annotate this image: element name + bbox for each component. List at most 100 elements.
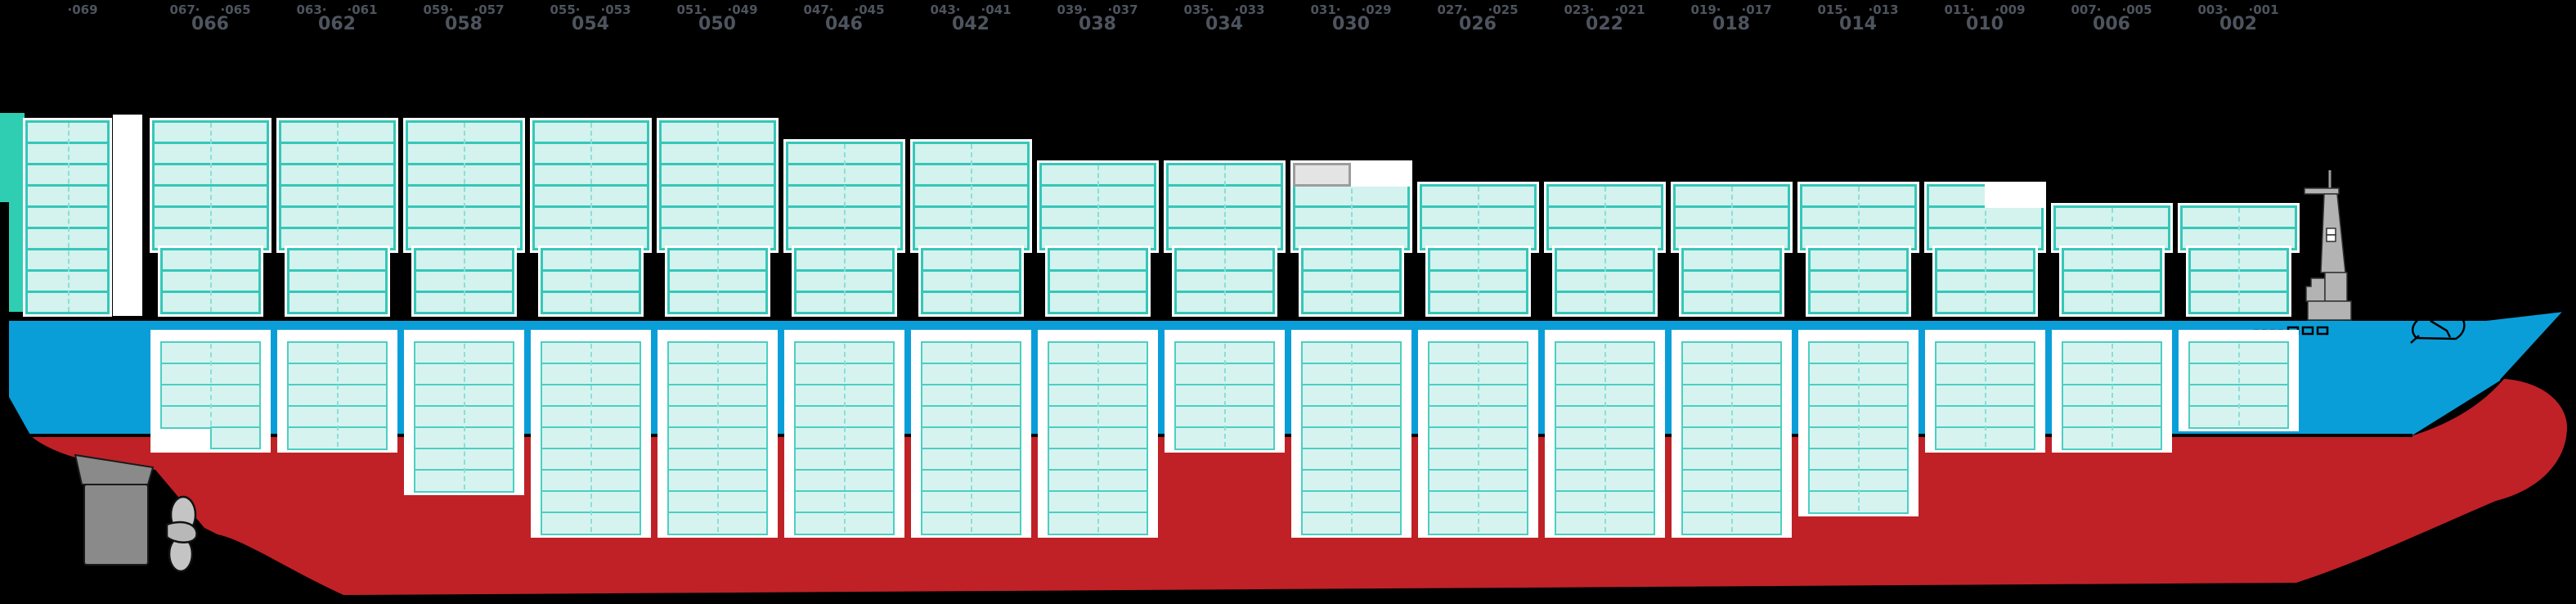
deck-stack-bay-054[interactable]	[532, 120, 649, 250]
twenty-foot-divider	[2112, 208, 2113, 248]
deck-stack-bay-014[interactable]	[1799, 184, 1917, 250]
bay-label: 062	[318, 14, 356, 34]
hatch-stack-bay-042[interactable]	[920, 248, 1021, 314]
twenty-foot-divider	[464, 123, 465, 248]
hold-bay-054[interactable]	[530, 330, 651, 538]
bay-label: 055·	[550, 2, 581, 17]
twenty-foot-divider	[1351, 344, 1353, 532]
hold-bay-062[interactable]	[276, 330, 397, 453]
hatch-stack-bay-050[interactable]	[666, 248, 768, 314]
deck-stack-bay-050[interactable]	[658, 120, 776, 250]
hatch-stack-bay-038[interactable]	[1047, 248, 1148, 314]
hatch-stack-bay-066[interactable]	[159, 248, 261, 314]
deck-stack-bay-066[interactable]	[151, 120, 269, 250]
empty-slot-gray[interactable]	[1292, 163, 1351, 187]
propeller-icon	[165, 495, 198, 573]
twenty-foot-divider	[2238, 208, 2240, 248]
hatch-stack-bay-026[interactable]	[1427, 248, 1528, 314]
bay-label: ·017	[1741, 2, 1772, 17]
hatch-stack-bay-046[interactable]	[793, 248, 895, 314]
hold-bay-006[interactable]	[2051, 330, 2172, 453]
bay-label: ·033	[1234, 2, 1265, 17]
twenty-foot-divider	[1731, 187, 1733, 248]
twenty-foot-divider	[1097, 165, 1099, 248]
deck-stack-bay-022[interactable]	[1546, 184, 1663, 250]
deck-stack-bay-026[interactable]	[1419, 184, 1537, 250]
twenty-foot-divider	[2238, 344, 2240, 426]
hatch-stack-bay-018[interactable]	[1681, 248, 1782, 314]
hatch-stack-bay-014[interactable]	[1807, 248, 1909, 314]
hatch-stack-bay-034[interactable]	[1174, 248, 1275, 314]
hold-bay-030[interactable]	[1290, 330, 1411, 538]
deck-stack-bay-038[interactable]	[1039, 163, 1156, 250]
hold-bay-066[interactable]	[150, 330, 271, 453]
hold-bay-034[interactable]	[1164, 330, 1285, 453]
bay-label: 031·	[1310, 2, 1341, 17]
hatch-stack-bay-010[interactable]	[1934, 248, 2035, 314]
twenty-foot-divider	[971, 344, 972, 532]
bay-label: 026	[1459, 14, 1497, 34]
twenty-foot-divider	[590, 344, 592, 532]
hold-bay-026[interactable]	[1417, 330, 1538, 538]
container-tier-cell[interactable]	[210, 426, 261, 449]
hatch-stack-bay-022[interactable]	[1554, 248, 1655, 314]
hold-bay-010[interactable]	[1924, 330, 2045, 453]
bay-label: ·001	[2248, 2, 2279, 17]
bay-label: 066	[191, 14, 229, 34]
deck-stack-bay-034[interactable]	[1165, 163, 1283, 250]
hold-bay-046[interactable]	[783, 330, 904, 538]
hold-bay-018[interactable]	[1671, 330, 1792, 538]
bay-label: 019·	[1690, 2, 1721, 17]
bay-label: 054	[572, 14, 609, 34]
hatch-stack-bay-054[interactable]	[540, 248, 641, 314]
deck-stack-bay-030[interactable]	[1292, 163, 1410, 250]
twenty-foot-divider	[1731, 344, 1733, 532]
hold-bay-014[interactable]	[1797, 330, 1919, 516]
twenty-foot-divider	[1731, 250, 1733, 312]
twenty-foot-divider	[971, 144, 972, 248]
twenty-foot-divider	[1224, 344, 1226, 447]
deck-stack-bay-006[interactable]	[2053, 205, 2170, 250]
twenty-foot-divider	[590, 250, 592, 312]
deck-stack-bay-062[interactable]	[278, 120, 396, 250]
deck-stack-bay-042[interactable]	[912, 142, 1030, 250]
hatch-stack-bay-002[interactable]	[2188, 248, 2289, 314]
empty-slot-white[interactable]	[1351, 163, 1410, 187]
bay-label: 059·	[423, 2, 454, 17]
hatch-stack-bay-058[interactable]	[413, 248, 514, 314]
bay-label: ·009	[1995, 2, 2026, 17]
twenty-foot-divider	[717, 250, 719, 312]
twenty-foot-divider	[1604, 344, 1606, 532]
bay-label: 022	[1586, 14, 1623, 34]
hatch-stack-bay-062[interactable]	[286, 248, 388, 314]
bay-label: ·041	[981, 2, 1012, 17]
bay-label: ·065	[220, 2, 251, 17]
hold-bay-022[interactable]	[1544, 330, 1665, 538]
empty-slot-white[interactable]	[1985, 184, 2044, 208]
bay-label: 058	[445, 14, 482, 34]
bay-label: 002	[2219, 14, 2257, 34]
hatch-stack-bay-030[interactable]	[1300, 248, 1402, 314]
bay-label: ·069	[67, 2, 98, 17]
deck-stack-bay-069[interactable]	[25, 120, 110, 314]
deck-stack-bay-010[interactable]	[1926, 184, 2044, 250]
bay-label: 015·	[1817, 2, 1848, 17]
deck-stack-bay-046[interactable]	[785, 142, 903, 250]
hold-bay-058[interactable]	[403, 330, 524, 495]
twenty-foot-divider	[1478, 187, 1479, 248]
hold-bay-002[interactable]	[2178, 330, 2299, 431]
deck-stack-bay-018[interactable]	[1672, 184, 1790, 250]
twenty-foot-divider	[1985, 187, 1986, 248]
deck-stack-bay-058[interactable]	[405, 120, 523, 250]
deck-stack-bay-002[interactable]	[2179, 205, 2297, 250]
hold-bay-050[interactable]	[657, 330, 778, 538]
bow-stem-line	[2499, 310, 2565, 382]
hold-bay-038[interactable]	[1037, 330, 1158, 538]
bay-label: 067·	[169, 2, 200, 17]
hatch-stack-bay-006[interactable]	[2061, 248, 2162, 314]
hold-bay-042[interactable]	[910, 330, 1031, 538]
bay-label: 014	[1839, 14, 1877, 34]
bay-label: 043·	[930, 2, 961, 17]
twenty-foot-divider	[844, 250, 846, 312]
